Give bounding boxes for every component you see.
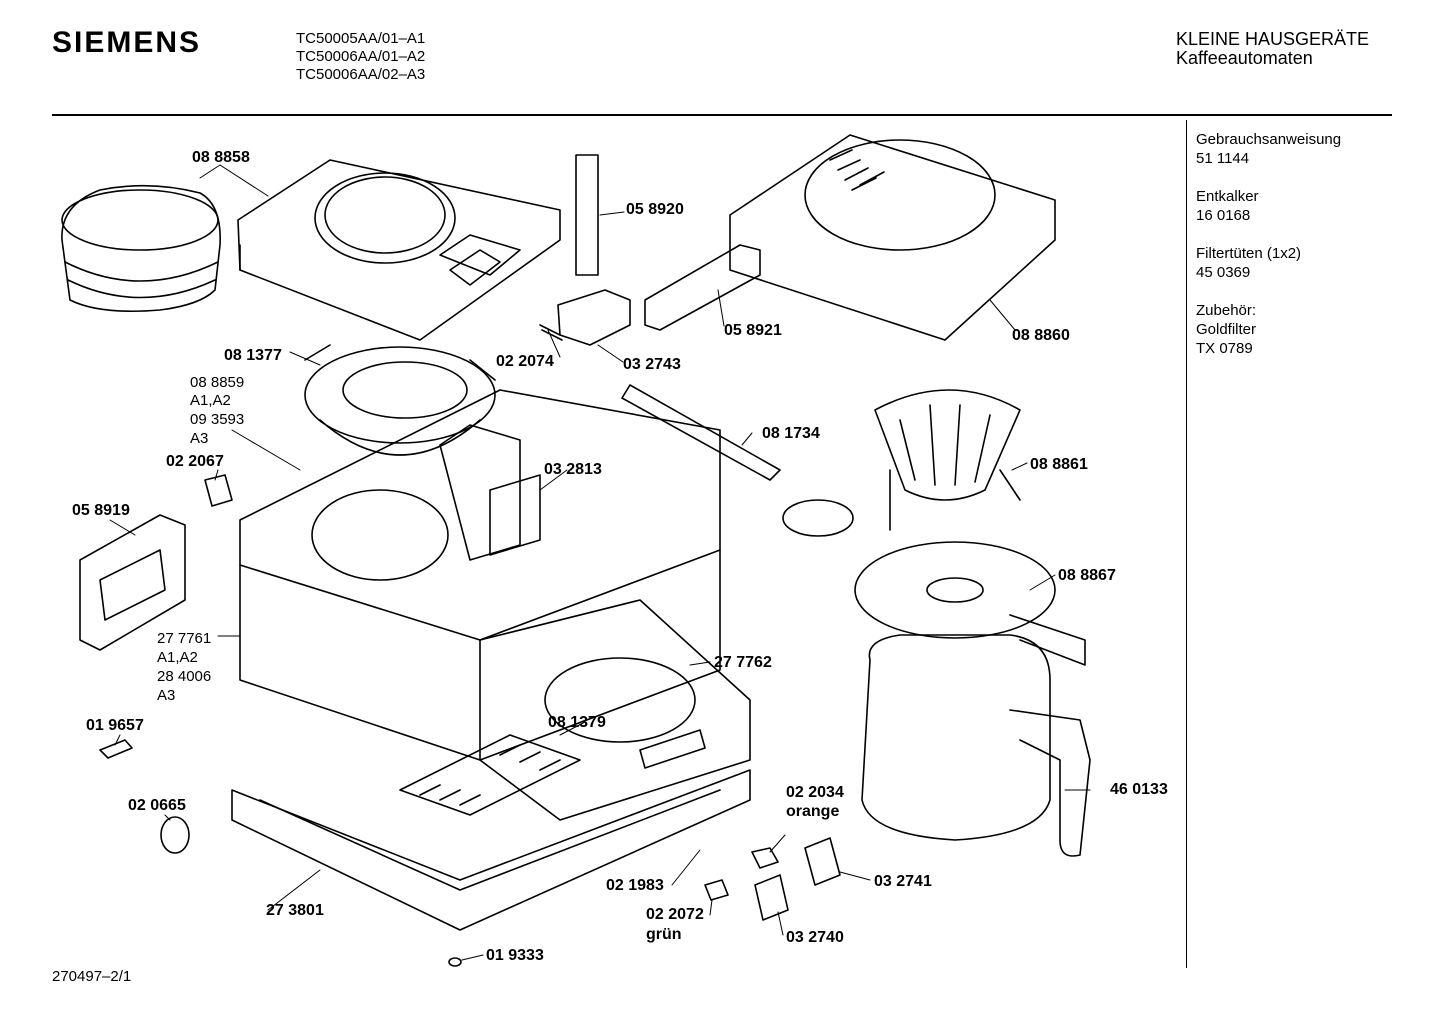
part-label: 28 4006 — [157, 668, 211, 685]
carafe-lid-drawing — [854, 541, 1086, 666]
switch-orange-drawing — [804, 837, 841, 886]
variant-label: A3 — [190, 430, 208, 447]
bracket-drawing — [644, 244, 761, 331]
main-housing-drawing — [239, 389, 721, 761]
part-label: 03 2741 — [874, 873, 932, 890]
part-label: 03 2743 — [623, 356, 681, 373]
accessory-number: 51 1144 — [1196, 150, 1250, 167]
part-label: 01 9333 — [486, 947, 544, 964]
part-label: 27 7762 — [714, 654, 772, 671]
leader-lines — [109, 164, 1091, 961]
drip-grid-drawing — [399, 734, 581, 816]
accessory-number: 45 0369 — [1196, 264, 1251, 281]
lid-cap-drawing — [61, 184, 221, 313]
accessory-group: Gebrauchsanweisung 51 1144 — [1196, 130, 1341, 168]
holder-drawing — [204, 474, 233, 507]
variant-label: A1,A2 — [190, 392, 231, 409]
part-label: 46 0133 — [1110, 781, 1168, 798]
clip-drawing — [557, 289, 631, 346]
model-list: TC50005AA/01–A1 TC50006AA/01–A2 TC50006A… — [296, 30, 425, 84]
accessory-number: TX 0789 — [1196, 340, 1253, 357]
accessory-item: Goldfilter — [1196, 321, 1257, 338]
filter-basket-drawing — [874, 389, 1021, 531]
category-block: KLEINE HAUSGERÄTE Kaffeeautomaten — [1176, 30, 1369, 68]
part-label: 02 2067 — [166, 453, 224, 470]
part-label: 08 1377 — [224, 347, 282, 364]
brand-logo: SIEMENS — [52, 26, 202, 59]
accessory-title: Gebrauchsanweisung — [1196, 131, 1342, 148]
accessory-group: Zubehör: Goldfilter TX 0789 — [1196, 301, 1341, 358]
part-label: 09 3593 — [190, 411, 244, 428]
hood-drawing — [237, 159, 561, 341]
accessory-sidebar: Gebrauchsanweisung 51 1144 Entkalker 16 … — [1196, 130, 1341, 377]
accessory-number: 16 0168 — [1196, 207, 1251, 224]
accessory-title: Entkalker — [1196, 188, 1259, 205]
foot-drawing — [448, 957, 462, 967]
switch-green-drawing — [754, 874, 789, 921]
part-label: 02 1983 — [606, 877, 664, 894]
bottom-tray-drawing — [231, 769, 751, 931]
part-label: 08 8859 — [190, 374, 244, 391]
part-label: 08 8867 — [1058, 567, 1116, 584]
header-divider — [52, 114, 1392, 116]
part-label: 02 2074 — [496, 353, 554, 370]
color-label: orange — [786, 803, 839, 820]
small-part-drawing — [99, 739, 133, 759]
part-label: 08 1734 — [762, 425, 820, 442]
base-plate-drawing — [479, 599, 751, 821]
part-label: 02 2034 — [786, 784, 844, 801]
part-label: 08 8858 — [192, 149, 250, 166]
spring-drawing — [539, 324, 563, 341]
part-label: 27 3801 — [266, 902, 324, 919]
lamp-green-drawing — [704, 879, 729, 901]
category-title: KLEINE HAUSGERÄTE — [1176, 29, 1370, 49]
part-label: 03 2740 — [786, 929, 844, 946]
part-label: 01 9657 — [86, 717, 144, 734]
rubber-foot-drawing — [160, 816, 190, 854]
variant-label: A3 — [157, 687, 175, 704]
sidebar-divider — [1186, 120, 1187, 968]
part-label: 05 8919 — [72, 502, 130, 519]
part-label: 08 8860 — [1012, 327, 1070, 344]
exploded-parts-diagram: 08 8858 05 8920 05 8921 08 8860 08 1377 … — [61, 134, 1168, 967]
category-subtitle: Kaffeeautomaten — [1176, 48, 1313, 68]
cover-plate-drawing — [79, 514, 186, 651]
document-number: 270497–2/1 — [52, 968, 132, 985]
model-number: TC50006AA/02–A3 — [296, 66, 426, 83]
right-hood-drawing — [729, 134, 1056, 341]
part-label: 27 7761 — [157, 630, 211, 647]
accessory-title: Filtertüten (1x2) — [1196, 245, 1302, 262]
part-label: 03 2813 — [544, 461, 602, 478]
accessory-group: Filtertüten (1x2) 45 0369 — [1196, 244, 1341, 282]
accessory-group: Entkalker 16 0168 — [1196, 187, 1341, 225]
filter-holder-drawing — [304, 344, 496, 456]
lamp-drawing — [751, 847, 779, 869]
part-label: 08 1379 — [548, 714, 606, 731]
part-label: 02 2072 — [646, 906, 704, 923]
part-label: 05 8921 — [724, 322, 782, 339]
model-number: TC50006AA/01–A2 — [296, 48, 426, 65]
variant-label: A1,A2 — [157, 649, 198, 666]
part-label: 05 8920 — [626, 201, 684, 218]
strip-drawing — [575, 154, 599, 276]
model-number: TC50005AA/01–A1 — [296, 30, 426, 47]
accessory-title: Zubehör: — [1196, 302, 1257, 319]
measuring-spoon-drawing — [621, 384, 854, 537]
part-label: 08 8861 — [1030, 456, 1088, 473]
part-label: 02 0665 — [128, 797, 186, 814]
carafe-drawing — [861, 634, 1091, 857]
color-label: grün — [646, 926, 682, 943]
